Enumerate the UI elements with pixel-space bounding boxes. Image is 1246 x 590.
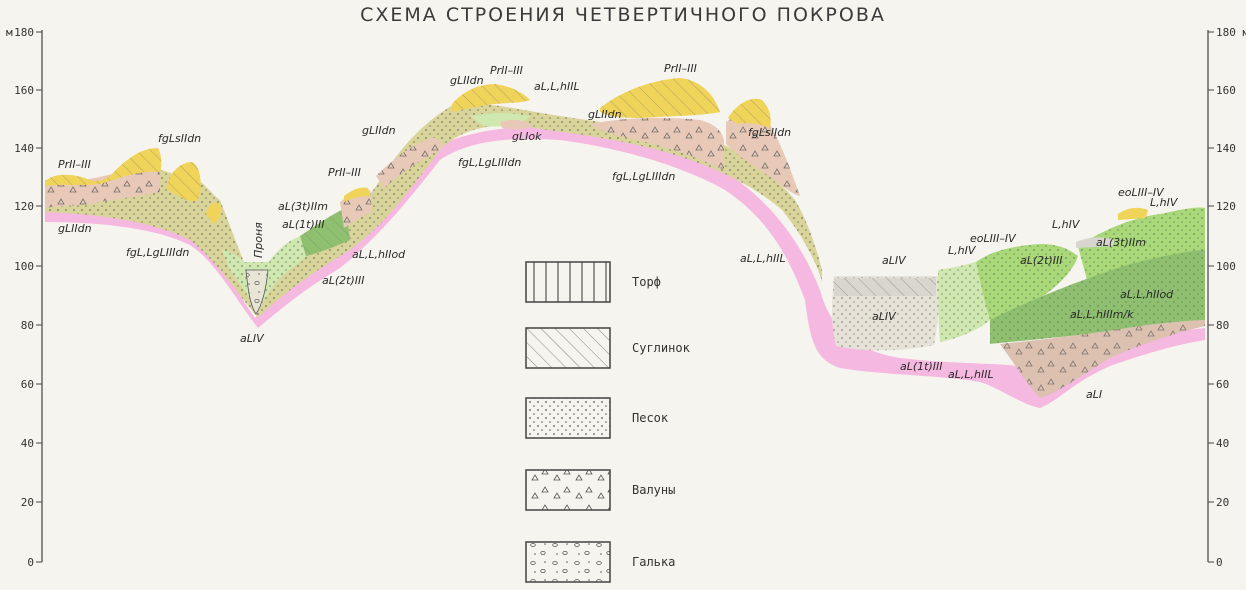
layer-label: aL(3t)IIm <box>1096 236 1146 249</box>
layer-label: gLIIdn <box>588 108 622 121</box>
legend-swatch <box>525 469 611 511</box>
layer-label: L,hIV <box>1052 218 1081 231</box>
central-tan-band <box>500 119 534 130</box>
legend-label: Торф <box>632 275 661 289</box>
legend-label: Песок <box>632 411 669 425</box>
left-tick-label: 180 <box>14 26 34 39</box>
right-yellow-cap <box>1118 207 1148 220</box>
layer-label: aL,L,hIIod <box>352 248 406 261</box>
legend-item-loam: Суглинок <box>525 327 691 369</box>
legend-item-peat: Торф <box>525 261 661 303</box>
right-tick-label: 160 <box>1216 84 1236 97</box>
left-tick-label: 100 <box>14 260 34 273</box>
right-tick-label: 60 <box>1216 378 1229 391</box>
layer-label: aLIV <box>240 332 265 345</box>
layer-label: gLIok <box>512 130 542 143</box>
layer-label: aL,L,hIIIm/k <box>1070 308 1134 321</box>
right-tick-label: 80 <box>1216 319 1229 332</box>
right-tick-label: 0 <box>1216 556 1223 569</box>
layer-label: aLIV <box>882 254 907 267</box>
layer-label: PrII–III <box>664 62 697 75</box>
legend-label: Валуны <box>632 483 675 497</box>
layer-label: gLIIdn <box>362 124 396 137</box>
layer-label: aLIV <box>872 310 897 323</box>
legend-label: Суглинок <box>632 341 691 355</box>
left-yellow-cap-3 <box>206 202 221 224</box>
layer-label: aL(1t)III <box>900 360 943 373</box>
layer-label: fgL,LgLIIIdn <box>126 246 189 259</box>
diagram-title: СХЕМА СТРОЕНИЯ ЧЕТВЕРТИЧНОГО ПОКРОВА <box>360 4 886 26</box>
right-tick-label: 120 <box>1216 200 1236 213</box>
legend-item-sand: Песок <box>525 397 669 439</box>
layer-label: eoLIII–IV <box>1118 186 1165 199</box>
layer-label: fgL,LgLIIIdn <box>612 170 675 183</box>
legend-swatch <box>525 327 611 369</box>
right-tick-label: 40 <box>1216 437 1229 450</box>
legend-swatch <box>525 261 611 303</box>
left-tick-label: 120 <box>14 200 34 213</box>
right-axis: 180 м 160 140 120 100 80 60 40 20 0 <box>1207 26 1246 569</box>
legend-label: Галька <box>632 555 675 569</box>
layer-label: L,hIV <box>1150 196 1179 209</box>
layer-label: PrII–III <box>58 158 91 171</box>
left-axis: 180 160 140 120 100 80 60 40 20 0 м <box>6 26 43 569</box>
legend-swatch <box>525 541 611 583</box>
mid-left-yellow-cap <box>344 187 370 202</box>
layer-label: fgL,LgLIIIdn <box>458 156 521 169</box>
layer-label: aL,L,hIIod <box>1120 288 1174 301</box>
layer-label: aL,L,hIIL <box>534 80 580 93</box>
left-tick-label: 0 <box>27 556 34 569</box>
layer-label: aL(3t)IIm <box>278 200 328 213</box>
layer-label: gLIIdn <box>450 74 484 87</box>
left-tick-label: 60 <box>21 378 34 391</box>
layer-label: L,hIV <box>948 244 977 257</box>
left-unit-label: м <box>6 26 13 39</box>
right-tick-label: 140 <box>1216 142 1236 155</box>
legend-item-boulders: Валуны <box>525 469 675 511</box>
layer-label: aL,L,hIIL <box>740 252 786 265</box>
river-label: Проня <box>252 222 265 258</box>
layer-label: aL,L,hIIL <box>948 368 994 381</box>
right-tick-label: 180 м <box>1216 26 1246 39</box>
layer-label: fgLsIIdn <box>158 132 201 145</box>
left-tick-label: 40 <box>21 437 34 450</box>
left-tick-label: 80 <box>21 319 34 332</box>
layer-label: fgLsIIdn <box>748 126 791 139</box>
layer-label: aLI <box>1086 388 1102 401</box>
legend-swatch <box>525 397 611 439</box>
layer-label: gLIIdn <box>58 222 92 235</box>
layer-label: PrII–III <box>490 64 523 77</box>
layer-label: PrII–III <box>328 166 361 179</box>
layer-label: eoLIII–IV <box>970 232 1017 245</box>
layer-label: aL(2t)III <box>1020 254 1063 267</box>
right-grey-caps <box>1076 237 1114 248</box>
left-tick-label: 140 <box>14 142 34 155</box>
left-tick-label: 20 <box>21 496 34 509</box>
layer-label: aL(1t)III <box>282 218 325 231</box>
right-tick-label: 20 <box>1216 496 1229 509</box>
legend-item-pebbles: Галька <box>525 541 675 583</box>
left-tick-label: 160 <box>14 84 34 97</box>
right-tick-label: 100 <box>1216 260 1236 273</box>
layer-label: aL(2t)III <box>322 274 365 287</box>
